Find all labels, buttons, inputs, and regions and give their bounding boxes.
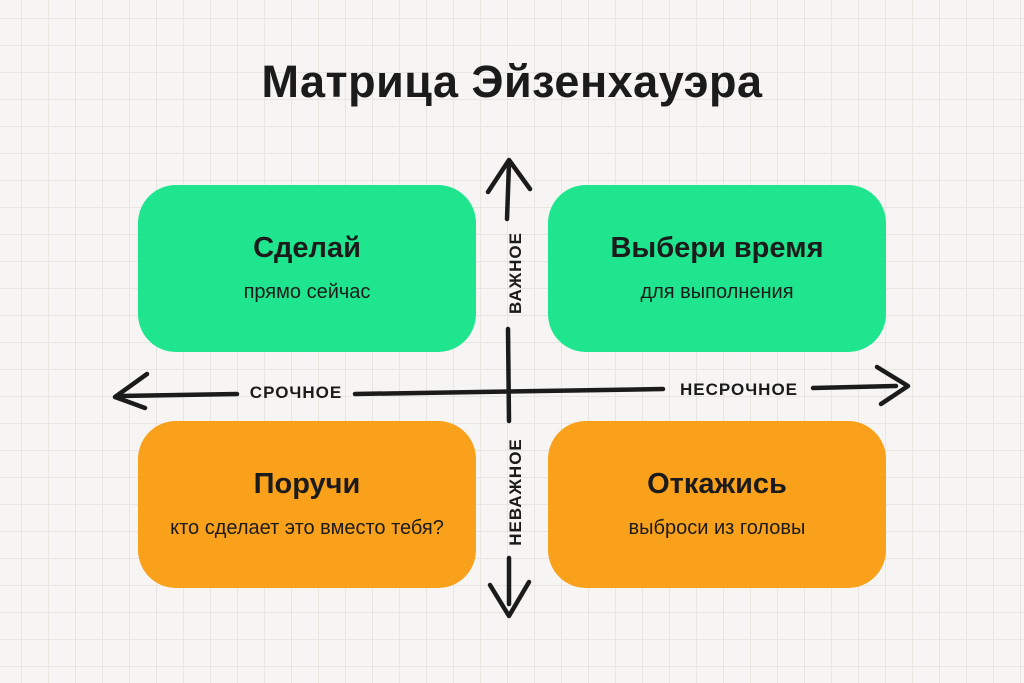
quadrant-do-now: Сделай прямо сейчас bbox=[138, 185, 476, 352]
quadrant-title: Сделай bbox=[253, 232, 361, 265]
vertical-axis-arrow bbox=[485, 157, 533, 619]
quadrant-eliminate: Откажись выброси из головы bbox=[548, 421, 886, 588]
quadrant-title: Выбери время bbox=[610, 232, 824, 265]
quadrant-delegate: Поручи кто сделает это вместо тебя? bbox=[138, 421, 476, 588]
quadrant-subtitle: выброси из головы bbox=[628, 516, 806, 539]
page-title: Матрица Эйзенхауэра bbox=[261, 56, 763, 107]
quadrant-schedule: Выбери время для выполнения bbox=[548, 185, 886, 352]
axis-label-unimportant: НЕВАЖНОЕ bbox=[506, 438, 525, 546]
quadrant-title: Откажись bbox=[647, 468, 787, 501]
axis-label-urgent: СРОЧНОЕ bbox=[249, 383, 343, 402]
quadrant-subtitle: прямо сейчас bbox=[243, 280, 371, 303]
quadrant-title: Поручи bbox=[253, 468, 361, 501]
quadrant-subtitle: для выполнения bbox=[640, 280, 794, 303]
quadrant-subtitle: кто сделает это вместо тебя? bbox=[170, 516, 444, 539]
axis-label-important: ВАЖНОЕ bbox=[506, 232, 525, 314]
axis-label-not-urgent: НЕСРОЧНОЕ bbox=[679, 380, 799, 399]
